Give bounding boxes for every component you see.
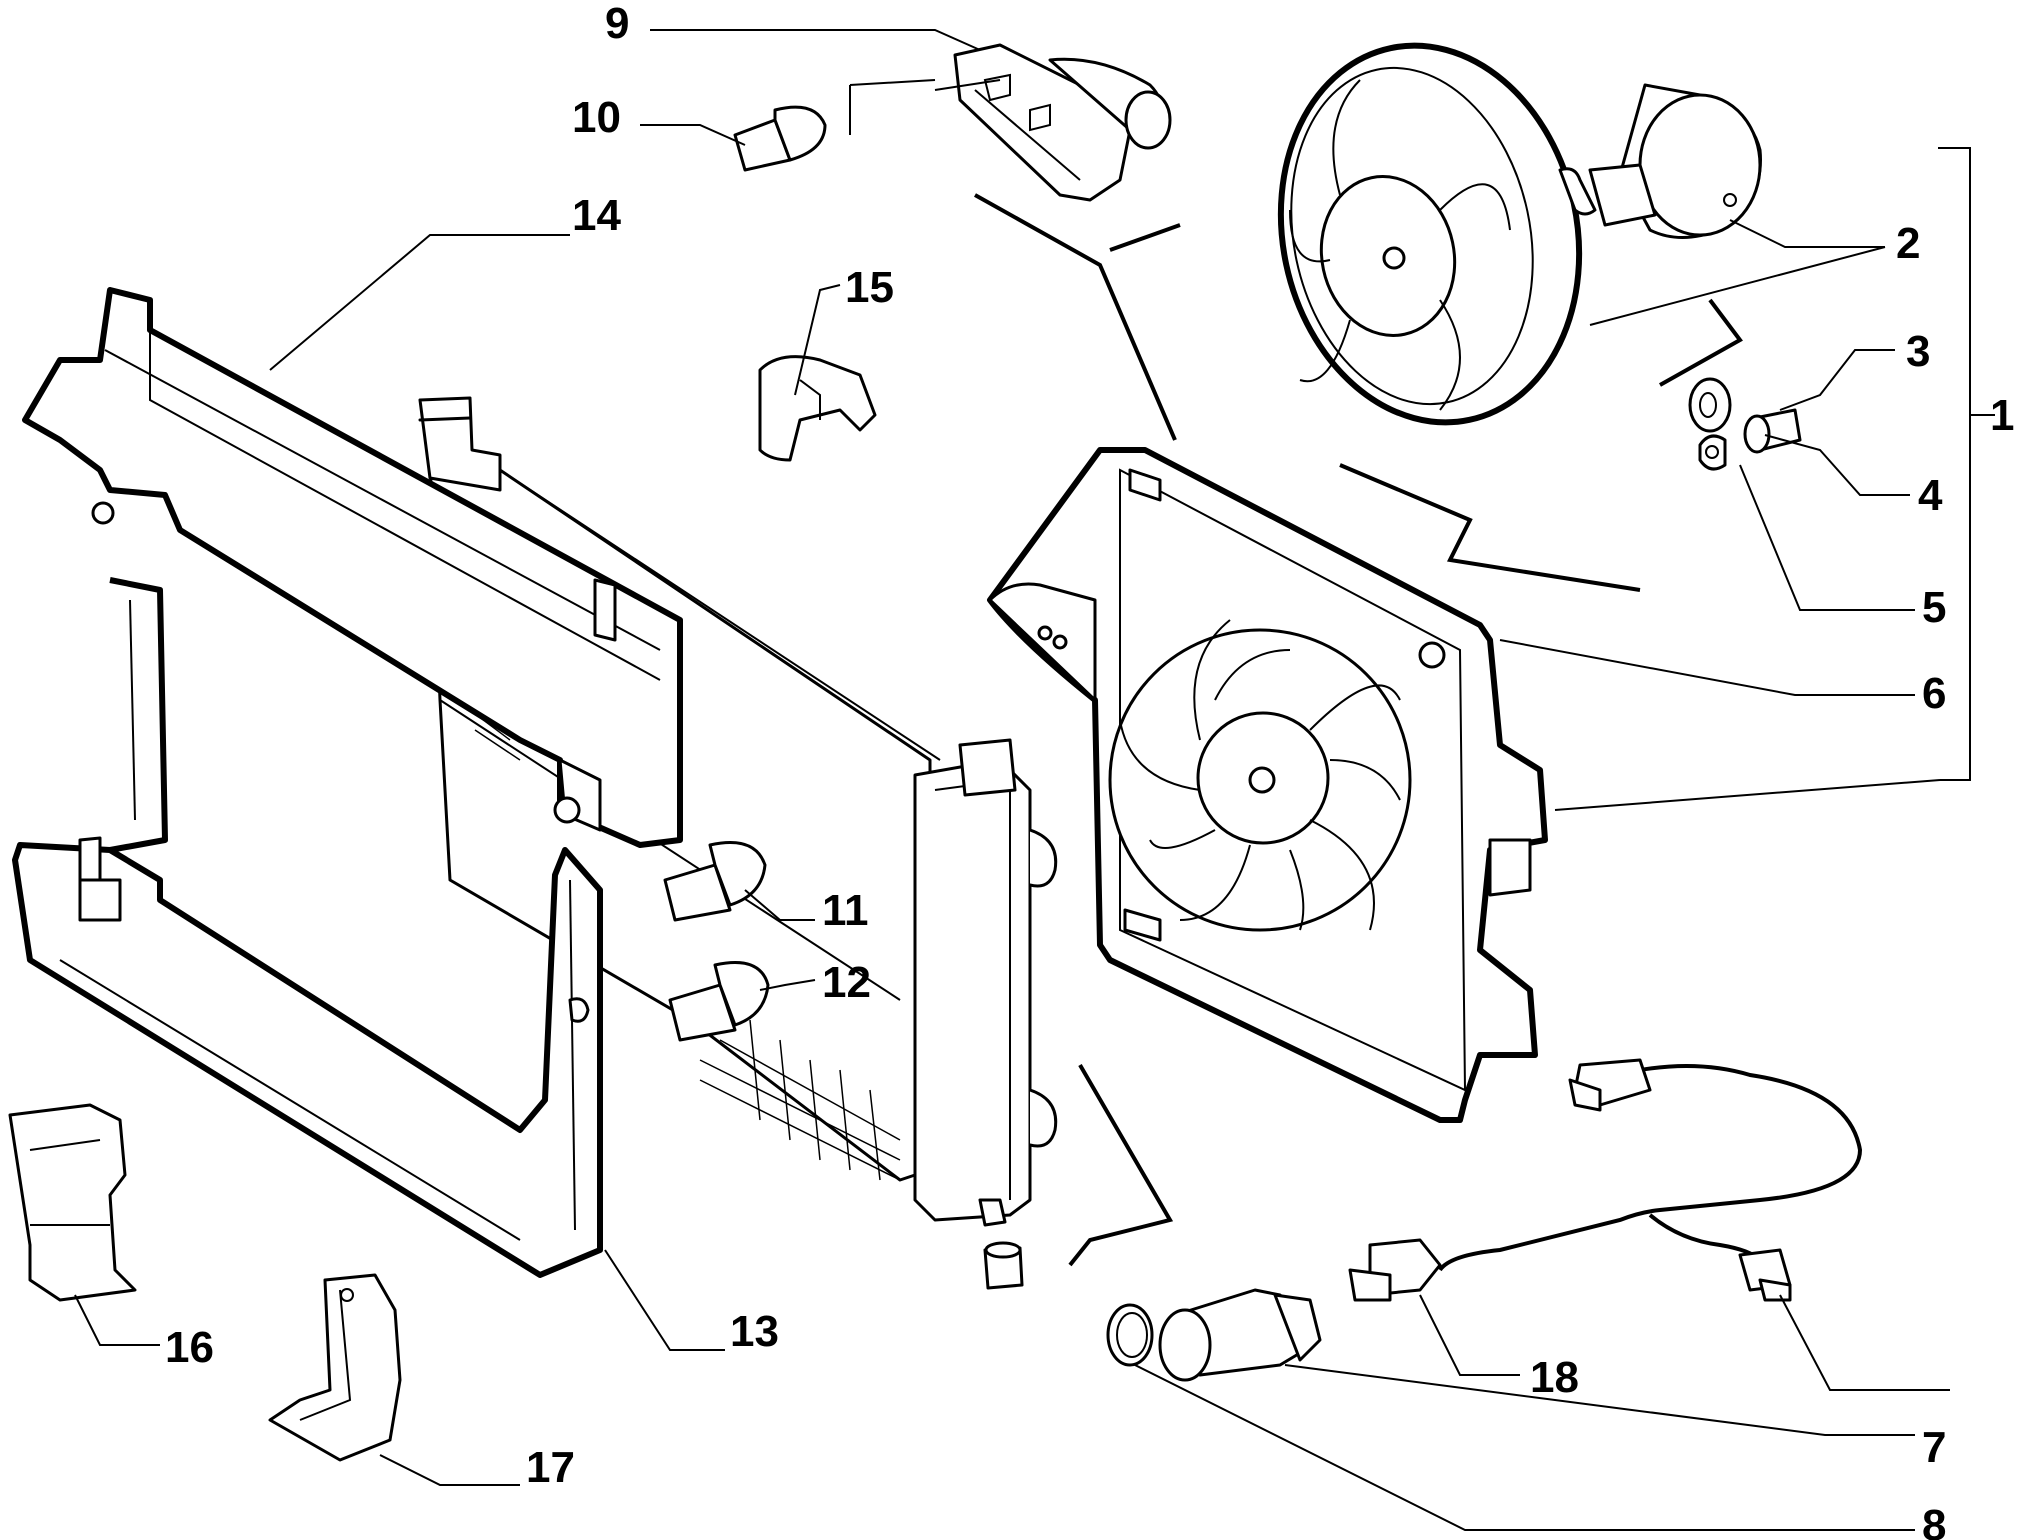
callout-5: 5 bbox=[1922, 583, 1946, 632]
deflector-17 bbox=[268, 1273, 402, 1462]
callout-12: 12 bbox=[822, 958, 871, 1007]
callout-1: 1 bbox=[1990, 391, 2014, 440]
nut bbox=[1698, 434, 1727, 471]
callout-11: 11 bbox=[822, 886, 869, 935]
callout-10: 10 bbox=[572, 93, 621, 142]
fan-shroud bbox=[987, 447, 1548, 1123]
callout-4: 4 bbox=[1918, 471, 1943, 520]
callout-9: 9 bbox=[605, 0, 629, 48]
clip-15 bbox=[758, 355, 877, 462]
callout-13: 13 bbox=[730, 1307, 779, 1356]
fan-hub-parts bbox=[1688, 377, 1802, 471]
callout-15: 15 bbox=[845, 263, 894, 312]
electric-fan bbox=[1277, 42, 1583, 426]
callout-18: 18 bbox=[1530, 1353, 1579, 1402]
o-ring bbox=[1106, 1303, 1154, 1367]
front-support-frame bbox=[12, 577, 603, 1278]
callout-14: 14 bbox=[572, 191, 621, 240]
leader-lines bbox=[74, 29, 1995, 1531]
upper-cross-member bbox=[22, 287, 683, 848]
wiring-harness bbox=[1348, 1058, 1863, 1302]
callout-6: 6 bbox=[1922, 669, 1946, 718]
callout-7: 7 bbox=[1922, 1423, 1946, 1472]
bushing bbox=[1688, 377, 1732, 433]
assembly-lines bbox=[974, 193, 1743, 1267]
callout-8: 8 bbox=[1922, 1501, 1946, 1540]
temperature-switch bbox=[1158, 1288, 1322, 1382]
callout-labels: 1 2 3 4 5 6 7 8 9 10 11 12 13 14 15 16 1… bbox=[165, 0, 2014, 1540]
bolt-11 bbox=[663, 841, 767, 922]
callout-17: 17 bbox=[526, 1443, 575, 1492]
deflector-16 bbox=[8, 1103, 137, 1302]
callout-3: 3 bbox=[1906, 327, 1930, 376]
fan-resistor bbox=[953, 43, 1172, 202]
fan-motor bbox=[1558, 83, 1762, 239]
callout-2: 2 bbox=[1896, 219, 1920, 268]
bolt-12 bbox=[668, 961, 770, 1042]
bolt-10 bbox=[733, 105, 827, 172]
radiator-side-tank bbox=[913, 738, 1058, 1290]
callout-16: 16 bbox=[165, 1323, 214, 1372]
